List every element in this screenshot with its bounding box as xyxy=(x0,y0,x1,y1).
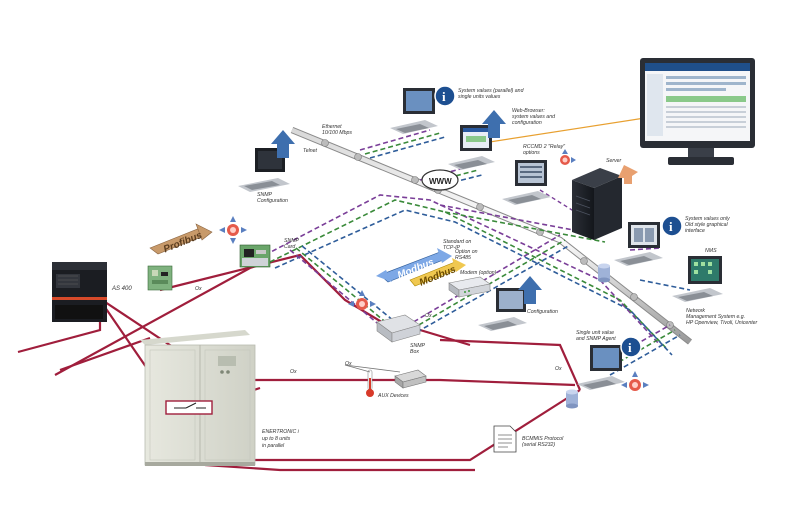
ox-marker: Ox xyxy=(345,361,352,367)
modem-device xyxy=(448,276,491,298)
telnet-arrow-icon xyxy=(271,130,295,158)
server-tower xyxy=(572,168,622,240)
document-icon xyxy=(493,425,517,453)
nms-label: NMS xyxy=(705,248,717,254)
bcmmis-label: BCMMIS Protocol (serial RS232) xyxy=(522,436,565,448)
snmp-config-label: SNMP Configuration xyxy=(257,192,288,204)
rccmd-line xyxy=(539,189,581,216)
nms-computer xyxy=(672,256,723,302)
profibus-tag: Profibus xyxy=(149,223,213,256)
aux-device-icon xyxy=(394,369,427,389)
web-browser-computer xyxy=(448,125,495,170)
ups-label: ENERTRONIC i up to 8 units in parallel xyxy=(262,429,300,449)
warning-light-2 xyxy=(348,290,376,310)
info-icon-2: i xyxy=(661,215,683,237)
server-label: Server xyxy=(606,158,622,164)
server-arrow-icon xyxy=(618,165,638,184)
snmp-box xyxy=(376,314,421,343)
std-tcpip-label: Standard on TCP-IP xyxy=(443,239,473,251)
system-values-computer xyxy=(390,88,438,134)
single-unit-computer xyxy=(577,345,625,390)
single-unit-label: Single unit value and SNMP Agent xyxy=(576,330,616,342)
svg-text:i: i xyxy=(442,89,446,104)
web-link-line xyxy=(469,117,646,146)
large-monitor xyxy=(640,58,755,165)
info-icon-3: i xyxy=(620,336,642,358)
svg-text:WWW: WWW xyxy=(429,177,452,186)
aux-devices-label: AUX Devices xyxy=(377,393,409,399)
ox-marker: Ox xyxy=(555,366,562,372)
configuration-label: Configuration xyxy=(527,309,558,315)
info-icon-1: i xyxy=(434,85,456,107)
ethernet-label: Ethernet 10/100 Mbps xyxy=(322,124,352,136)
snmp-card-label: SNMP Card xyxy=(284,238,300,250)
www-cloud: WWW xyxy=(421,169,459,191)
ox-marker: Ox xyxy=(425,313,432,319)
rccmd-computer xyxy=(502,160,551,205)
snmp-card xyxy=(239,244,271,268)
configuration-computer xyxy=(478,288,527,331)
database-icon-2 xyxy=(566,389,578,409)
svg-text:Profibus: Profibus xyxy=(162,230,204,256)
warning-light-4 xyxy=(621,371,649,391)
snmp-box-label: SNMP Box xyxy=(410,343,426,355)
web-browser-label: Web-Browser: system values and configura… xyxy=(512,108,556,126)
modem-label: Modem (option) xyxy=(460,270,497,276)
network-mgmt-label: Network Management System e.g. HP Openvi… xyxy=(686,308,758,326)
old-style-label: System values only Old style graphical i… xyxy=(685,216,731,234)
ups-cabinet xyxy=(140,330,256,466)
warning-light-3 xyxy=(560,149,576,165)
option-rs485-label: Option on RS485 xyxy=(455,249,479,261)
ox-marker: Ox xyxy=(290,369,297,375)
svg-text:i: i xyxy=(628,340,632,355)
profibus-module xyxy=(147,265,173,291)
system-values-label: System values (parallel) and single unit… xyxy=(458,88,525,100)
config-arrow-icon xyxy=(518,276,542,304)
as400-label: AS 400 xyxy=(111,286,132,292)
rccmd-label: RCCMD 2 "Relay" options xyxy=(523,144,566,156)
ox-marker: Ox xyxy=(195,286,202,292)
telnet-computer xyxy=(238,148,290,192)
as400-server xyxy=(52,262,107,322)
svg-text:i: i xyxy=(669,219,673,234)
database-icon-1 xyxy=(598,263,610,283)
warning-light-1 xyxy=(219,216,247,244)
telnet-label: Telnet xyxy=(303,148,317,154)
old-style-computer xyxy=(614,222,663,266)
thermometer-icon xyxy=(366,369,374,397)
web-arrow-icon xyxy=(482,110,506,138)
